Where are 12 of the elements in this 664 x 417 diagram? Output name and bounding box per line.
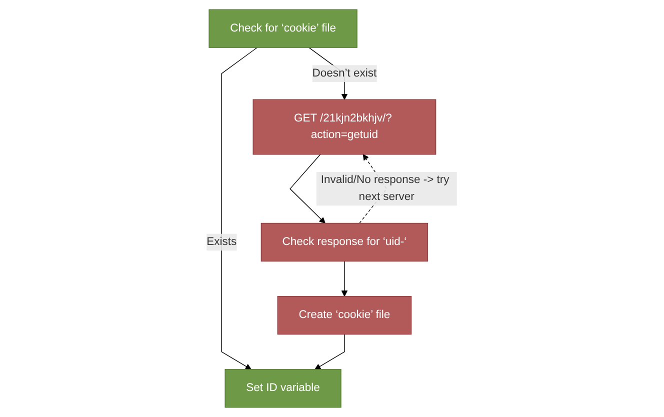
arrow <box>314 334 346 370</box>
node-box: Check for ‘cookie’ file <box>208 9 358 48</box>
node-box: Set ID variable <box>224 369 342 408</box>
edge-label: Invalid/No response -> try next server <box>321 174 450 203</box>
arrow <box>342 260 348 297</box>
arrow <box>290 154 326 224</box>
edge-label: Doesn’t exist <box>312 67 377 80</box>
arrow <box>222 47 258 370</box>
node-box: GET /21kjn2bkhjv/? action=getuid <box>253 99 436 155</box>
edge-label: Exists <box>206 236 237 248</box>
node-box: Check response for ‘uid-‘ <box>261 222 428 262</box>
node-box: Create ‘cookie’ file <box>278 296 412 335</box>
